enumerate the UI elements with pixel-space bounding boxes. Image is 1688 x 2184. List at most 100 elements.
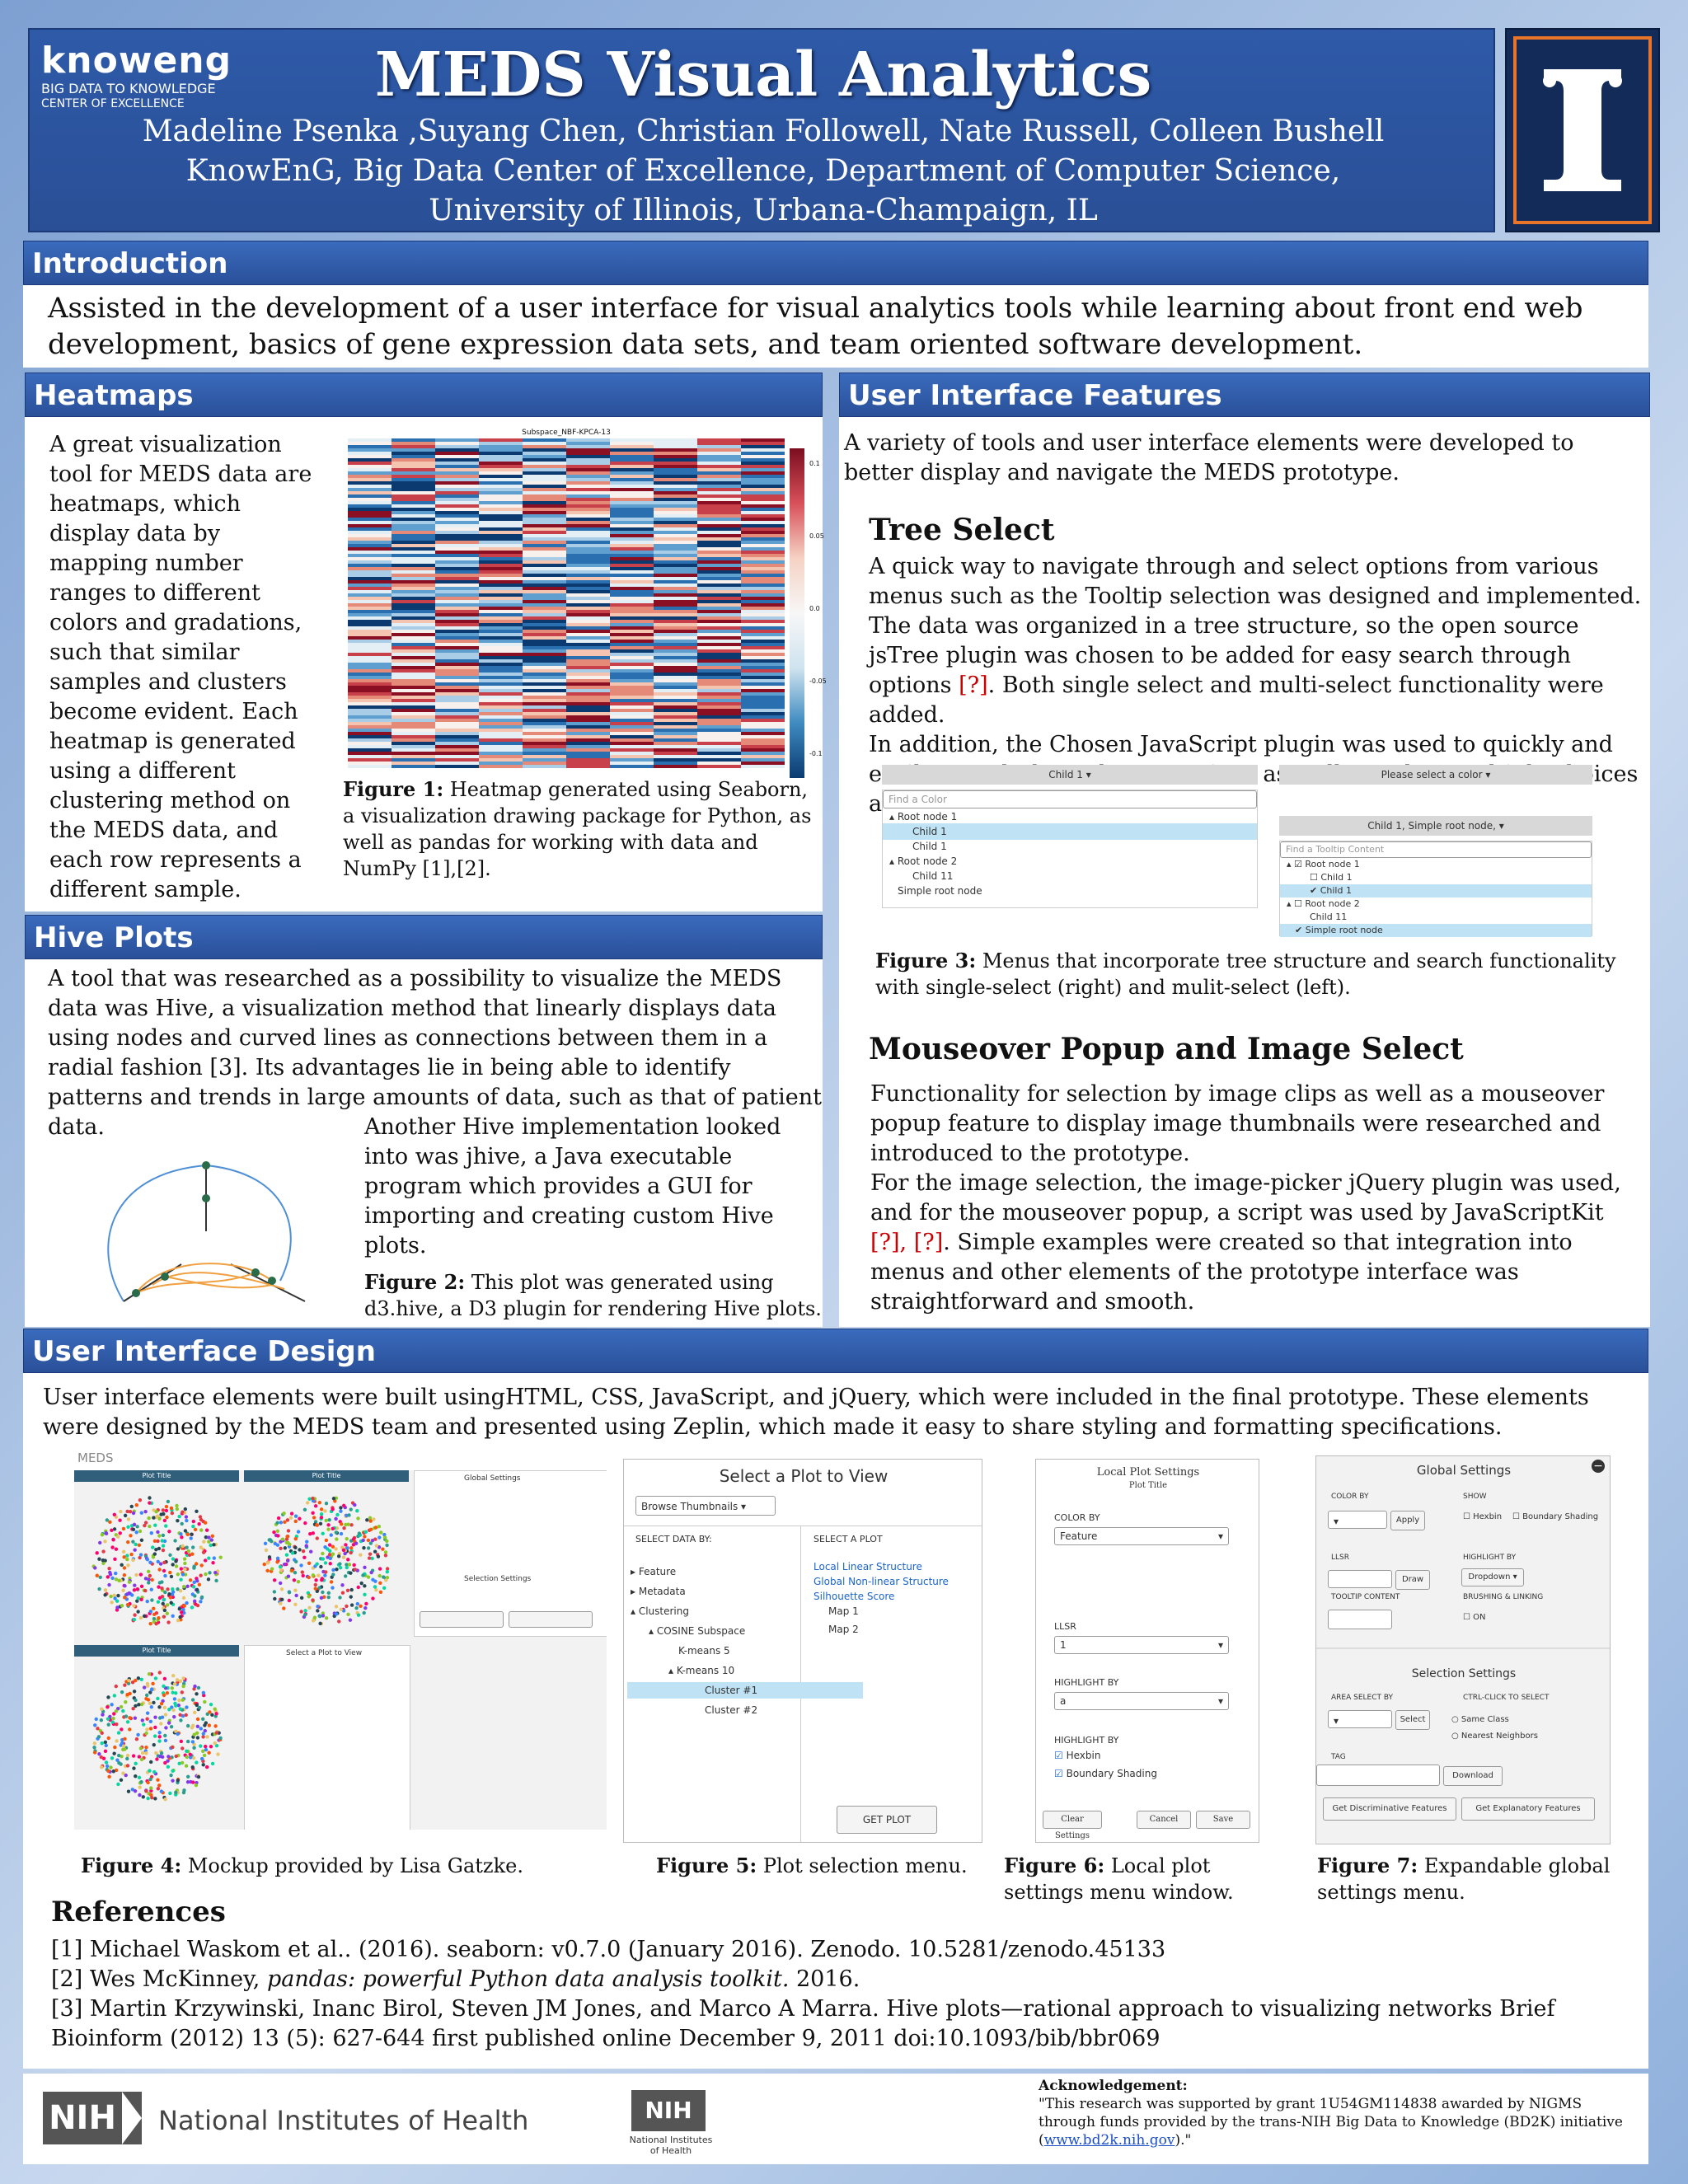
tree-node-selected[interactable]: Child 1: [883, 823, 1257, 840]
select-data-by-label: SELECT DATA BY:: [635, 1534, 712, 1544]
brushing-checkbox[interactable]: ☐ ON: [1463, 1613, 1486, 1622]
highlight-by-label: HIGHLIGHT BY: [1054, 1677, 1119, 1688]
tree-node[interactable]: ☐ Child 1: [1310, 872, 1353, 883]
colorbar-tick: -0.1: [809, 750, 823, 757]
mouse-ref[interactable]: [?], [?]: [870, 1230, 944, 1255]
nearest-neighbors-radio[interactable]: ○ Nearest Neighbors: [1451, 1732, 1538, 1741]
tree-node[interactable]: ▴ ☐ Root node 2: [1287, 898, 1360, 909]
single-select-dropdown[interactable]: Child 1 ▾: [882, 765, 1258, 785]
heatmaps-panel: A great visualization tool for MEDS data…: [25, 417, 827, 912]
boundary-shading-checkbox[interactable]: ☑ Boundary Shading: [1054, 1768, 1157, 1779]
selection-settings-title: Selection Settings: [1411, 1667, 1517, 1680]
nih-small-logo: NIH: [631, 2090, 706, 2131]
figure-1-label: Figure 1:: [343, 777, 444, 801]
tree-node[interactable]: Simple root node: [898, 885, 982, 897]
draw-button[interactable]: Draw: [1395, 1570, 1430, 1590]
illinois-column-icon: [1513, 36, 1652, 224]
plot-option[interactable]: Map 2: [828, 1624, 859, 1635]
discriminative-features-button[interactable]: Get Discriminative Features: [1323, 1797, 1456, 1821]
hexbin-checkbox[interactable]: ☑ Hexbin: [1054, 1750, 1101, 1761]
figure-3-text: Menus that incorporate tree structure an…: [875, 949, 1616, 999]
figure-7-text: Expandable global settings menu.: [1317, 1854, 1611, 1904]
poster-title: MEDS Visual Analytics: [374, 40, 1152, 110]
single-select-search[interactable]: Find a Color: [883, 790, 1257, 808]
hive-heading: Hive Plots: [25, 915, 823, 959]
llsr-select[interactable]: 1▾: [1054, 1636, 1229, 1654]
tree-node[interactable]: Child 11: [912, 870, 954, 882]
collapse-icon[interactable]: −: [1592, 1460, 1605, 1473]
authors-line-2: KnowEnG, Big Data Center of Excellence, …: [185, 154, 1341, 188]
tree-text-a: A quick way to navigate through and sele…: [869, 554, 1642, 698]
heatmap-figure: Subspace_NBF-KPCA-13 0.1 0.05 0.0 -0.05 …: [348, 429, 827, 783]
data-tree-node[interactable]: K-means 5: [678, 1645, 730, 1657]
tree-node-selected[interactable]: ✔ Simple root node: [1280, 924, 1592, 937]
apply-button[interactable]: Apply: [1390, 1511, 1425, 1530]
clear-settings-button[interactable]: Clear Settings: [1043, 1811, 1102, 1840]
figure-4-text: Mockup provided by Lisa Gatzke.: [181, 1854, 523, 1877]
data-tree-node[interactable]: ▸ Metadata: [631, 1586, 686, 1597]
bd2k-link[interactable]: www.bd2k.nih.gov: [1043, 2132, 1175, 2149]
plot-option[interactable]: Global Non-linear Structure: [814, 1576, 949, 1587]
select-button[interactable]: Select: [1395, 1710, 1430, 1730]
knoweng-logo-tag2: CENTER OF EXCELLENCE: [41, 97, 185, 110]
highlight-by-label: HIGHLIGHT BY: [1463, 1554, 1517, 1562]
tree-node[interactable]: ▴ Root node 1: [889, 811, 958, 823]
color-by-label: COLOR BY: [1331, 1493, 1369, 1501]
tree-node[interactable]: ▴ ☑ Root node 1: [1287, 859, 1360, 869]
heatmap-image: [348, 438, 785, 768]
multi-select-search[interactable]: Find a Tooltip Content: [1280, 841, 1592, 858]
figure-1-text: Heatmap generated using Seaborn, a visua…: [343, 778, 812, 880]
introduction-heading: Introduction: [23, 241, 1648, 285]
same-class-radio[interactable]: ○ Same Class: [1451, 1715, 1509, 1724]
highlight-dropdown[interactable]: Dropdown ▾: [1461, 1568, 1524, 1586]
plot-option[interactable]: Silhouette Score: [814, 1591, 895, 1602]
tree-node[interactable]: ▴ Root node 2: [889, 855, 958, 867]
highlight-by-select[interactable]: a▾: [1054, 1692, 1229, 1710]
color-by-select[interactable]: ▾: [1328, 1511, 1387, 1529]
save-button[interactable]: Save: [1196, 1811, 1250, 1829]
data-tree-node[interactable]: ▴ Clustering: [631, 1605, 689, 1617]
data-tree-node[interactable]: ▸ Feature: [631, 1566, 677, 1577]
ui-design-panel: User interface elements were built using…: [23, 1373, 1648, 2069]
mockup-explan-button[interactable]: [509, 1611, 593, 1628]
cancel-button[interactable]: Cancel: [1137, 1811, 1191, 1829]
knoweng-logo-tag1: BIG DATA TO KNOWLEDGE: [41, 81, 216, 96]
hive-text-2: Another Hive implementation looked into …: [364, 1114, 781, 1258]
area-select-dropdown[interactable]: ▾: [1328, 1710, 1392, 1728]
browse-thumbnails-dropdown[interactable]: Browse Thumbnails ▾: [635, 1496, 776, 1516]
boundary-shading-checkbox[interactable]: ☐ Boundary Shading: [1512, 1512, 1599, 1521]
plot-option[interactable]: Local Linear Structure: [814, 1561, 922, 1572]
data-tree-node-selected[interactable]: Cluster #1: [627, 1682, 863, 1699]
illinois-logo: [1505, 28, 1660, 232]
mockup-scatter-1: [91, 1496, 223, 1626]
figure-6-label: Figure 6:: [1004, 1854, 1105, 1877]
multi-select-dropdown-2[interactable]: Child 1, Simple root node, ▾: [1279, 816, 1592, 836]
tree-node-selected[interactable]: ✔ Child 1: [1280, 884, 1592, 898]
multi-select-dropdown-1[interactable]: Please select a color ▾: [1279, 765, 1592, 785]
data-tree-node[interactable]: ▴ COSINE Subspace: [649, 1625, 746, 1637]
tooltip-input[interactable]: [1328, 1610, 1392, 1629]
get-plot-button[interactable]: GET PLOT: [837, 1806, 937, 1834]
ui-features-text: A variety of tools and user interface el…: [844, 430, 1574, 485]
tree-node[interactable]: Child 11: [1310, 912, 1348, 922]
nih-logo-text: NIH: [49, 2099, 116, 2137]
data-tree-node[interactable]: Cluster #2: [705, 1704, 758, 1716]
plot-option[interactable]: Map 1: [828, 1605, 859, 1617]
hexbin-checkbox[interactable]: ☐ Hexbin: [1463, 1512, 1503, 1521]
heatmap-title: Subspace_NBF-KPCA-13: [522, 429, 611, 437]
footer: NIH National Institutes of Health NIH Na…: [23, 2074, 1648, 2164]
download-button[interactable]: Download: [1443, 1766, 1503, 1786]
mockup-plot-title: Plot Title: [74, 1645, 239, 1657]
mockup-discrim-button[interactable]: [420, 1611, 504, 1628]
llsr-input[interactable]: [1328, 1570, 1392, 1588]
tree-ref-1[interactable]: [?]: [959, 673, 988, 698]
heatmap-colorbar: [790, 448, 804, 778]
color-by-select[interactable]: Feature▾: [1054, 1527, 1229, 1545]
mockup-global-settings: Global Settings Selection Settings: [414, 1470, 607, 1637]
explanatory-features-button[interactable]: Get Explanatory Features: [1461, 1797, 1595, 1821]
tree-node[interactable]: Child 1: [912, 841, 947, 852]
figure-6-caption: Figure 6: Local plot settings menu windo…: [1004, 1853, 1284, 1905]
tag-input[interactable]: [1316, 1765, 1440, 1786]
reference-1: [1] Michael Waskom et al.. (2016). seabo…: [51, 1937, 1166, 1962]
data-tree-node[interactable]: ▴ K-means 10: [668, 1665, 735, 1676]
